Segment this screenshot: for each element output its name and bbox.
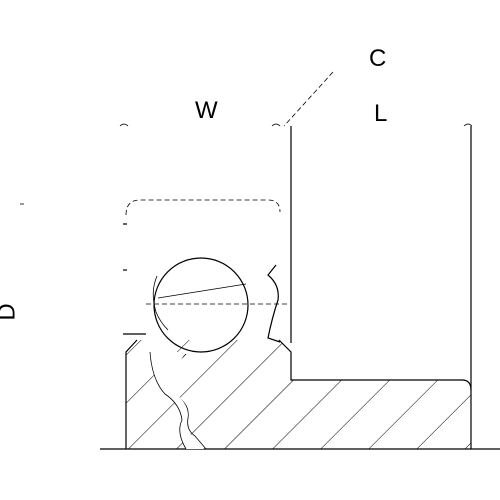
w-tick-left (119, 123, 129, 127)
outer-ring-outline (125, 199, 281, 216)
section-outline (125, 339, 472, 449)
l-tick-right (463, 123, 473, 127)
inner-ring-edge (149, 351, 187, 450)
w-tick-right (271, 123, 281, 127)
length-label: L (374, 100, 388, 127)
ball-diameter-line (157, 283, 247, 299)
width-label: W (195, 97, 218, 124)
diameter-label: D (0, 303, 21, 320)
c-leader (283, 71, 334, 127)
raceway-right (267, 264, 281, 343)
hatched-section (126, 340, 471, 449)
raceway-left (152, 275, 169, 331)
inner-ring-white (150, 352, 204, 449)
ball (153, 257, 249, 353)
chamfer-label: C (369, 45, 387, 72)
